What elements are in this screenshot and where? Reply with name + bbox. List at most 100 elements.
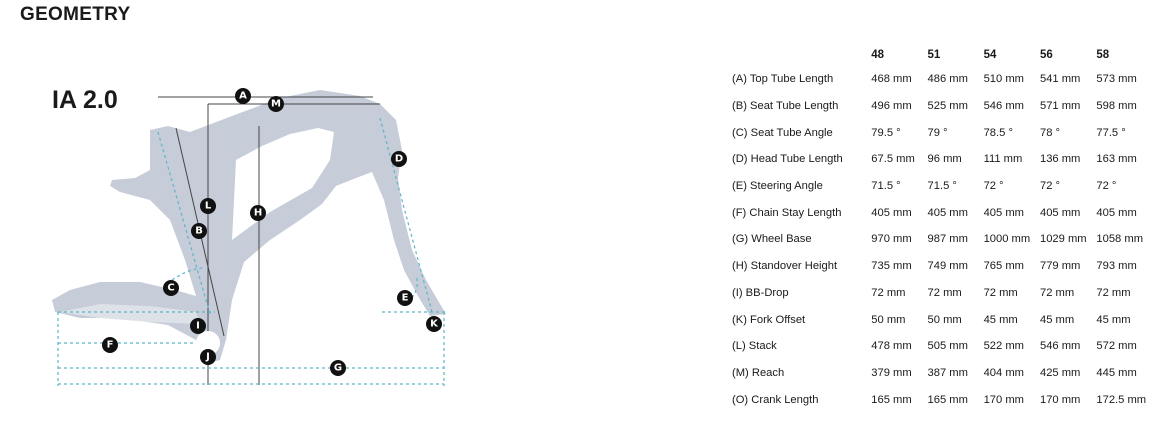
svg-text:H: H: [254, 208, 262, 219]
row-value: 170 mm: [983, 393, 1024, 406]
row-value: 779 mm: [1039, 260, 1081, 273]
row-value: 404 mm: [983, 366, 1024, 379]
row-value: 572 mm: [1096, 340, 1137, 353]
row-value: 765 mm: [983, 260, 1024, 273]
marker-e: E: [397, 290, 413, 306]
row-value: 71.5 °: [871, 180, 901, 193]
row-value: 405 mm: [927, 206, 968, 219]
row-value: 163 mm: [1096, 153, 1137, 166]
row-value: 793 mm: [1096, 260, 1137, 273]
row-value: 496 mm: [871, 100, 912, 113]
row-value: 405 mm: [1096, 206, 1137, 219]
row-label: (L) Stack: [732, 340, 777, 353]
geometry-diagram: A M D L H B C E K I F J G: [52, 88, 446, 386]
row-value: 78 °: [1039, 126, 1060, 139]
row-value: 405 mm: [1039, 206, 1081, 219]
svg-text:E: E: [402, 293, 409, 304]
row-value: 111 mm: [983, 153, 1023, 166]
row-value: 71.5 °: [927, 180, 957, 193]
svg-text:I: I: [196, 321, 200, 332]
row-value: 478 mm: [871, 340, 912, 353]
marker-g: G: [330, 360, 346, 376]
svg-text:A: A: [239, 91, 247, 102]
row-value: 387 mm: [927, 366, 968, 379]
bike-frame: [52, 90, 446, 364]
row-value: 546 mm: [1039, 340, 1081, 353]
svg-text:L: L: [205, 201, 212, 212]
row-value: 45 mm: [1096, 313, 1131, 326]
row-value: 468 mm: [871, 73, 912, 86]
row-label: (K) Fork Offset: [732, 313, 806, 326]
row-label: (F) Chain Stay Length: [732, 206, 842, 219]
marker-l: L: [200, 198, 216, 214]
row-value: 541 mm: [1039, 73, 1081, 86]
row-value: 445 mm: [1096, 366, 1137, 379]
row-value: 571 mm: [1039, 100, 1081, 113]
row-value: 735 mm: [871, 260, 912, 273]
row-value: 1029 mm: [1039, 233, 1087, 246]
row-label: (H) Standover Height: [732, 260, 838, 273]
marker-c: C: [163, 280, 179, 296]
svg-text:K: K: [430, 319, 439, 330]
row-label: (G) Wheel Base: [732, 233, 812, 246]
size-header: 56: [1039, 49, 1053, 61]
row-value: 165 mm: [927, 393, 968, 406]
model-name: IA 2.0: [52, 86, 118, 114]
row-value: 525 mm: [927, 100, 968, 113]
row-value: 72 mm: [871, 286, 906, 299]
header-blank: [726, 44, 871, 66]
row-label: (A) Top Tube Length: [732, 73, 834, 86]
seat-angle-line: [157, 131, 211, 315]
size-header: 58: [1096, 49, 1110, 61]
marker-k: K: [426, 316, 442, 332]
marker-h: H: [250, 205, 266, 221]
row-value: 77.5 °: [1096, 126, 1126, 139]
bottom-bracket: [196, 331, 220, 355]
row-value: 165 mm: [871, 393, 912, 406]
seat-angle-arc: [171, 267, 205, 281]
marker-d: D: [391, 151, 407, 167]
row-value: 546 mm: [983, 100, 1024, 113]
marker-a: A: [235, 88, 251, 104]
row-value: 425 mm: [1039, 366, 1081, 379]
row-value: 970 mm: [871, 233, 912, 246]
row-value: 1058 mm: [1096, 233, 1144, 246]
row-value: 96 mm: [927, 153, 962, 166]
row-label: (O) Crank Length: [732, 393, 819, 406]
row-value: 50 mm: [927, 313, 962, 326]
row-value: 1000 mm: [983, 233, 1031, 246]
row-value: 72 °: [983, 180, 1004, 193]
marker-i: I: [190, 318, 206, 334]
row-value: 45 mm: [1039, 313, 1075, 326]
section-title: GEOMETRY: [20, 4, 131, 25]
marker-m: M: [268, 96, 284, 112]
row-value: 67.5 mm: [871, 153, 915, 166]
row-value: 79.5 °: [871, 126, 901, 139]
row-value: 72 °: [1096, 180, 1117, 193]
svg-text:F: F: [107, 340, 114, 351]
marker-j: J: [200, 349, 216, 365]
svg-text:D: D: [395, 154, 403, 165]
size-header: 54: [983, 49, 997, 61]
row-label: (C) Seat Tube Angle: [732, 126, 833, 139]
svg-text:J: J: [205, 352, 210, 363]
row-value: 379 mm: [871, 366, 912, 379]
row-value: 510 mm: [983, 73, 1024, 86]
row-value: 172.5 mm: [1096, 393, 1147, 406]
row-value: 505 mm: [927, 340, 968, 353]
row-value: 72 mm: [983, 286, 1018, 299]
row-value: 72 mm: [927, 286, 962, 299]
